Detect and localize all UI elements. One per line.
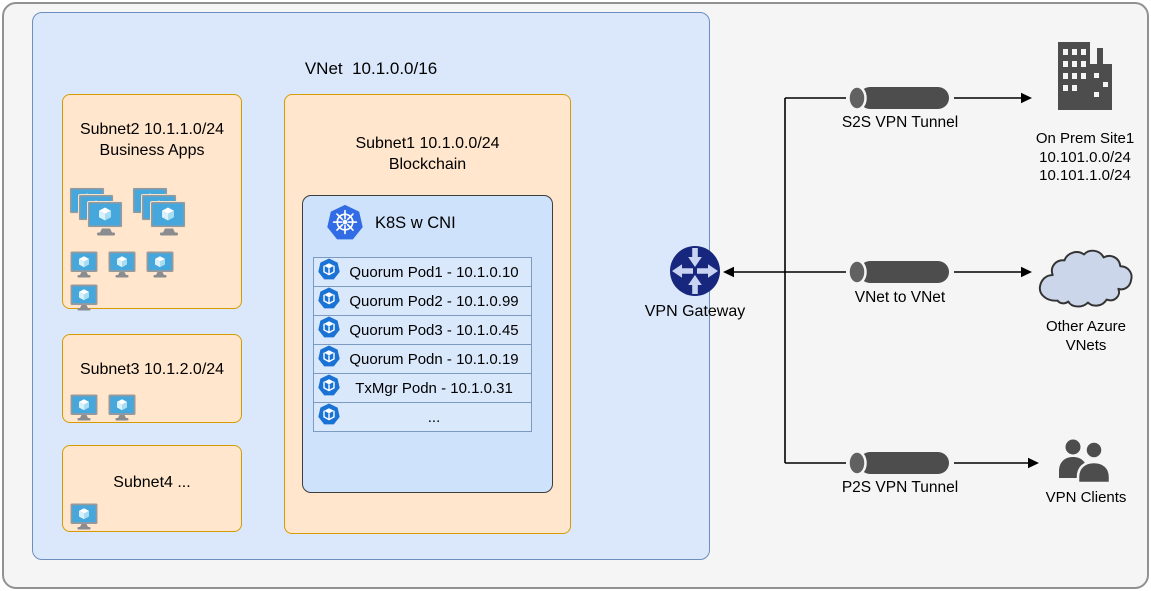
onprem-label: On Prem Site1 10.101.0.0/24 10.101.1.0/2…	[1010, 130, 1151, 186]
s2s-vpn-tunnel-icon	[845, 85, 955, 111]
pod-label: Quorum Podn - 10.1.0.19	[349, 350, 519, 368]
vm-icon	[108, 394, 136, 421]
subnet4-box: Subnet4 ...	[62, 445, 242, 532]
subnet2-box: Subnet2 10.1.1.0/24 Business Apps	[62, 94, 242, 311]
subnet1-box: Subnet1 10.1.0.0/24 Blockchain	[284, 94, 571, 534]
subnet2-title-line1: Subnet2 10.1.1.0/24	[79, 121, 225, 138]
vm-icon	[70, 251, 98, 278]
p2s-tunnel-label: P2S VPN Tunnel	[841, 479, 959, 496]
pod-row: TxMgr Podn - 10.1.0.31	[313, 373, 532, 403]
other-vnets-line2: VNets	[1065, 336, 1107, 354]
subnet4-title: Subnet4 ...	[113, 474, 191, 491]
vpn-gateway-label: VPN Gateway	[644, 303, 746, 320]
subnet2-title: Subnet2 10.1.1.0/24 Business Apps	[63, 119, 241, 161]
pod-list: Quorum Pod1 - 10.1.0.10 Quorum Pod2 - 10…	[313, 257, 532, 432]
subnet1-title: Subnet1 10.1.0.0/24 Blockchain	[285, 133, 570, 175]
p2s-vpn-tunnel-icon	[845, 450, 955, 476]
vm-stack-icon	[69, 187, 125, 237]
pod-icon	[317, 257, 341, 287]
onprem-line2: 10.101.0.0/24	[1039, 148, 1131, 166]
subnet3-title: Subnet3 10.1.2.0/24	[79, 361, 225, 378]
pod-icon	[317, 402, 341, 432]
pod-label: Quorum Pod1 - 10.1.0.10	[349, 263, 519, 281]
kubernetes-icon	[325, 201, 365, 245]
people-icon	[1057, 437, 1113, 484]
s2s-tunnel-label: S2S VPN Tunnel	[841, 114, 959, 131]
vm-icon	[70, 394, 98, 421]
other-vnets-label: Other Azure VNets	[1011, 318, 1151, 355]
subnet3-box: Subnet3 10.1.2.0/24	[62, 334, 242, 423]
pod-row: Quorum Podn - 10.1.0.19	[313, 344, 532, 374]
pod-icon	[317, 286, 341, 316]
k8s-cluster-box: K8S w CNI Quorum Pod1 - 10.1.0.10 Quorum…	[302, 195, 553, 493]
vm-icon	[108, 251, 136, 278]
pod-icon	[317, 315, 341, 345]
vm-icon	[146, 251, 174, 278]
vm-stack-icon	[132, 187, 188, 237]
vm-icon	[70, 284, 98, 311]
vnet-title: VNet 10.1.0.0/16	[304, 59, 438, 78]
vpn-gateway-icon	[669, 245, 721, 297]
other-vnets-line1: Other Azure	[1045, 318, 1127, 335]
subnet1-title-line2: Blockchain	[388, 156, 467, 173]
k8s-title: K8S w CNI	[375, 214, 456, 232]
onprem-line1: On Prem Site1	[1035, 130, 1135, 147]
pod-row: Quorum Pod3 - 10.1.0.45	[313, 315, 532, 345]
pod-label: Quorum Pod2 - 10.1.0.99	[349, 292, 519, 310]
vnet-container: VNet 10.1.0.0/16 Subnet2 10.1.1.0/24 Bus…	[32, 12, 710, 560]
vpn-clients-label: VPN Clients	[1011, 489, 1151, 508]
pod-row: Quorum Pod1 - 10.1.0.10	[313, 257, 532, 287]
subnet1-title-line1: Subnet1 10.1.0.0/24	[355, 135, 500, 152]
vm-icon	[70, 503, 98, 530]
pod-row: ...	[313, 402, 532, 432]
subnet2-title-line2: Business Apps	[99, 142, 205, 159]
cloud-icon	[1036, 246, 1136, 312]
pod-label: Quorum Pod3 - 10.1.0.45	[349, 321, 519, 339]
vnet-to-vnet-label: VNet to VNet	[854, 289, 946, 306]
pod-label: ...	[427, 408, 441, 426]
building-icon	[1050, 40, 1120, 114]
onprem-line3: 10.101.1.0/24	[1039, 167, 1131, 184]
vpn-clients-line1: VPN Clients	[1045, 489, 1127, 506]
pod-icon	[317, 373, 341, 403]
pod-label: TxMgr Podn - 10.1.0.31	[355, 379, 513, 397]
vnet-to-vnet-tunnel-icon	[845, 259, 955, 285]
pod-row: Quorum Pod2 - 10.1.0.99	[313, 286, 532, 316]
pod-icon	[317, 344, 341, 374]
